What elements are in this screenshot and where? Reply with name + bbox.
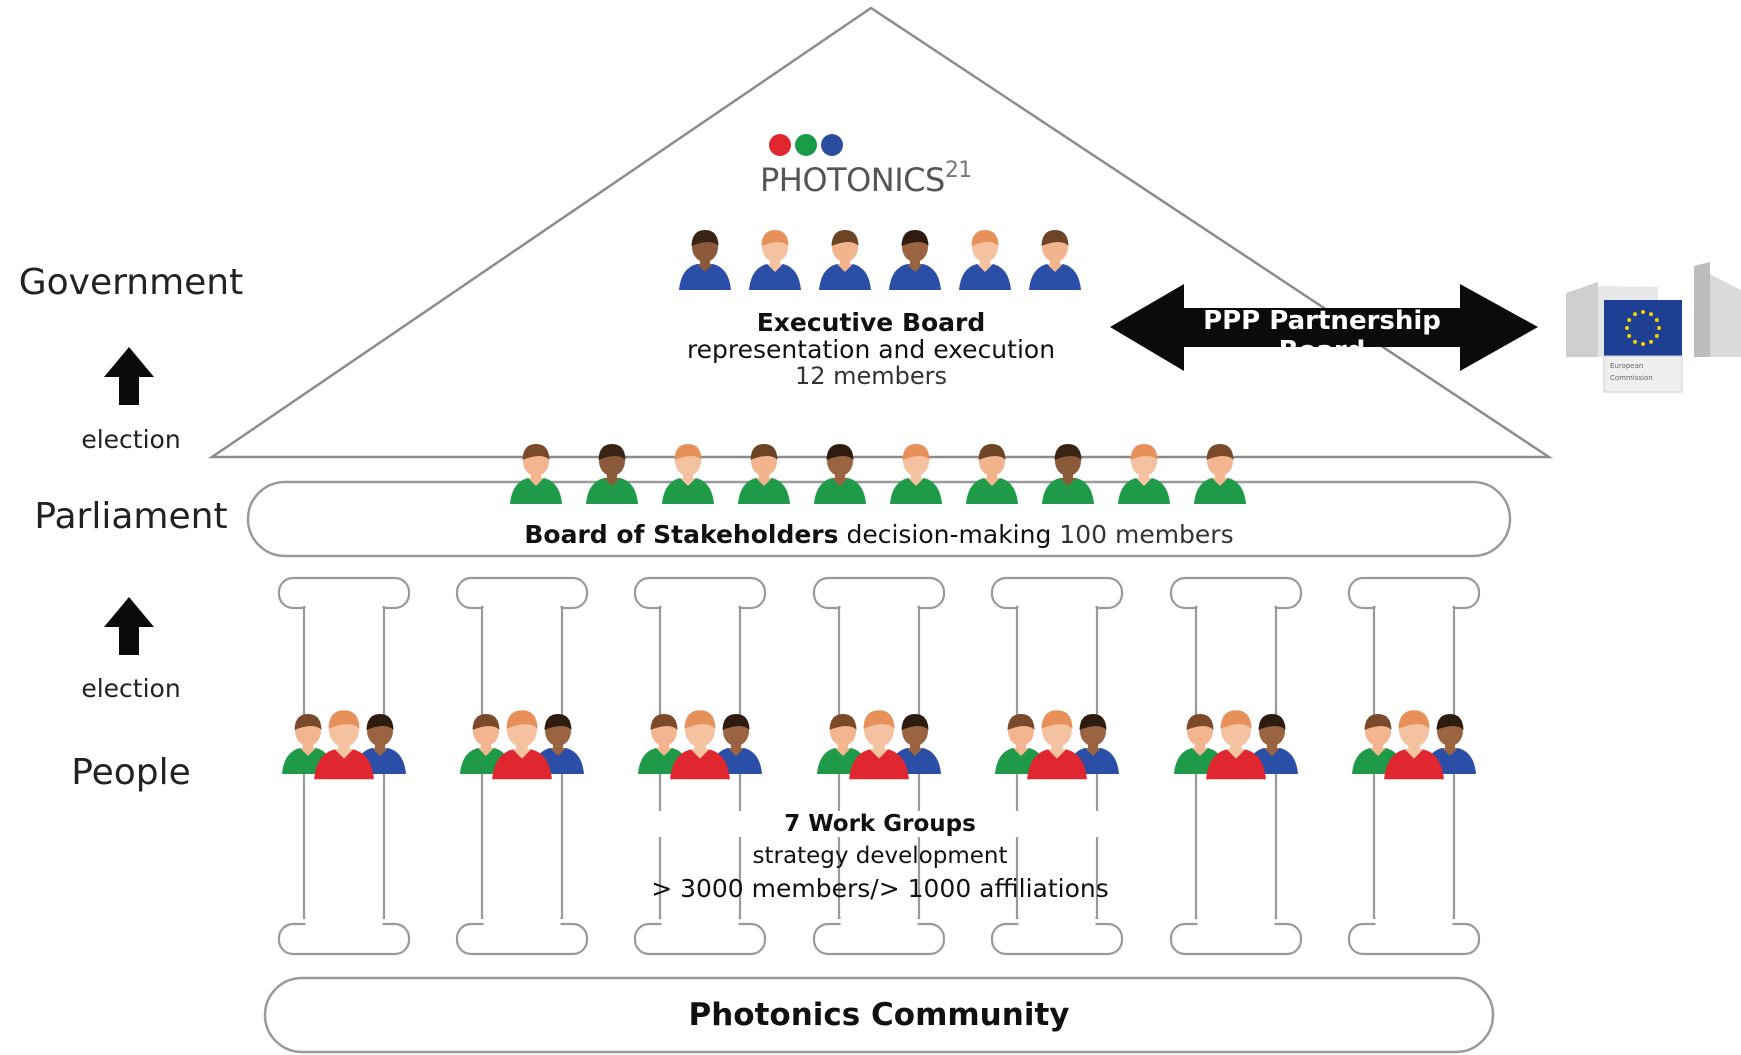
work-group-member bbox=[710, 714, 762, 774]
election-label-upper: election bbox=[81, 425, 181, 454]
work-group-members bbox=[282, 710, 406, 780]
stakeholder-member bbox=[1194, 444, 1246, 504]
logo-dot-blue bbox=[821, 134, 843, 156]
stakeholder-member bbox=[662, 444, 714, 504]
work-group-members bbox=[638, 710, 762, 780]
work-group-member bbox=[354, 714, 406, 774]
work-group-member bbox=[1384, 710, 1444, 780]
stakeholder-member bbox=[890, 444, 942, 504]
work-group-member bbox=[460, 714, 512, 774]
photonics-name: PHOTONICS bbox=[760, 161, 945, 199]
election-label-lower: election bbox=[81, 674, 181, 703]
executive-board-title: Executive Board bbox=[756, 308, 986, 337]
logo-dot-green bbox=[795, 134, 817, 156]
work-group-member bbox=[492, 710, 552, 780]
ppp-partnership-board-label: PPP Partnership Board bbox=[1203, 306, 1441, 366]
eu-stars bbox=[1625, 310, 1661, 346]
work-group-member bbox=[314, 710, 374, 780]
community-base bbox=[263, 976, 1495, 1054]
photonics21-logo bbox=[769, 134, 843, 156]
work-groups-role: strategy development bbox=[752, 843, 1008, 869]
stakeholders-caption: Board of Stakeholders decision-making 10… bbox=[248, 520, 1510, 549]
work-group-members bbox=[995, 710, 1119, 780]
ec-caption-line2: Commission bbox=[1610, 374, 1653, 382]
stakeholders-role: decision-making bbox=[846, 520, 1052, 549]
executive-board-people bbox=[679, 230, 1081, 290]
work-group-member bbox=[1027, 710, 1087, 780]
work-group-members bbox=[460, 710, 584, 780]
executive-board-member bbox=[959, 230, 1011, 290]
stakeholder-member bbox=[814, 444, 866, 504]
executive-board-members: 12 members bbox=[794, 362, 948, 390]
stakeholder-member bbox=[586, 444, 638, 504]
level-government: Government bbox=[18, 262, 244, 303]
work-group-members bbox=[1352, 710, 1476, 780]
work-group-member bbox=[670, 710, 730, 780]
work-group-members bbox=[817, 710, 941, 780]
photonics-wordmark: PHOTONICS21 bbox=[760, 158, 972, 199]
work-group-members bbox=[1174, 710, 1298, 780]
work-group-member bbox=[1352, 714, 1404, 774]
executive-board-member bbox=[749, 230, 801, 290]
executive-board-member bbox=[1029, 230, 1081, 290]
executive-board-member bbox=[679, 230, 731, 290]
stakeholder-people bbox=[510, 444, 1246, 504]
stakeholder-member bbox=[1118, 444, 1170, 504]
stakeholders-members: 100 members bbox=[1059, 520, 1234, 549]
ec-caption-line1: European bbox=[1610, 362, 1643, 370]
election-arrow-up-icon bbox=[104, 347, 154, 405]
executive-board-member bbox=[889, 230, 941, 290]
executive-board-member bbox=[819, 230, 871, 290]
stakeholders-title: Board of Stakeholders bbox=[524, 520, 839, 549]
work-groups-title: 7 Work Groups bbox=[630, 811, 1130, 837]
european-commission-logo: European Commission bbox=[1566, 262, 1741, 393]
election-arrow-up-icon bbox=[104, 597, 154, 655]
level-parliament: Parliament bbox=[34, 496, 228, 537]
stakeholder-member bbox=[966, 444, 1018, 504]
photonics-superscript: 21 bbox=[944, 158, 973, 183]
work-group-member bbox=[1206, 710, 1266, 780]
stakeholder-member bbox=[510, 444, 562, 504]
level-people: People bbox=[71, 752, 191, 793]
photonics-community-label: Photonics Community bbox=[688, 997, 1070, 1033]
ppp-double-arrow bbox=[1110, 284, 1538, 371]
work-group-people bbox=[282, 710, 1476, 780]
work-group-member bbox=[849, 710, 909, 780]
work-groups-members: > 3000 members/> 1000 affiliations bbox=[651, 874, 1109, 903]
executive-board-role: representation and execution bbox=[686, 335, 1056, 364]
logo-dot-red bbox=[769, 134, 791, 156]
stakeholder-member bbox=[738, 444, 790, 504]
stakeholder-member bbox=[1042, 444, 1094, 504]
